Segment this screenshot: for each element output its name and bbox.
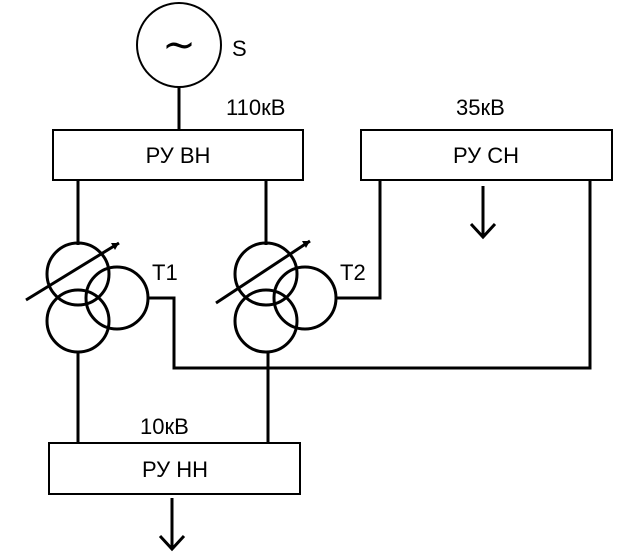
transformer-t1 (25, 241, 150, 354)
switchgear-high-label: РУ ВН (146, 143, 211, 168)
transformer-t1-label: T1 (152, 260, 178, 285)
switchgear-low-label: РУ НН (142, 457, 208, 482)
switchgear-medium (360, 129, 613, 181)
t1-mv-line (148, 180, 592, 370)
load-arrow-low (158, 498, 186, 552)
voltage-label-low: 10кВ (140, 414, 189, 439)
generator-symbol: ~ (162, 22, 196, 68)
switchgear-low (48, 442, 301, 495)
switchgear-high (52, 129, 304, 181)
transformer-t2-label: T2 (340, 260, 366, 285)
transformer-t2 (215, 239, 338, 354)
load-arrow-medium (469, 186, 497, 240)
voltage-label-high: 110кВ (226, 95, 285, 120)
voltage-label-medium: 35кВ (456, 95, 505, 120)
t2-mv-line (336, 180, 382, 300)
generator-label: S (232, 36, 247, 61)
switchgear-medium-label: РУ СН (453, 143, 519, 168)
